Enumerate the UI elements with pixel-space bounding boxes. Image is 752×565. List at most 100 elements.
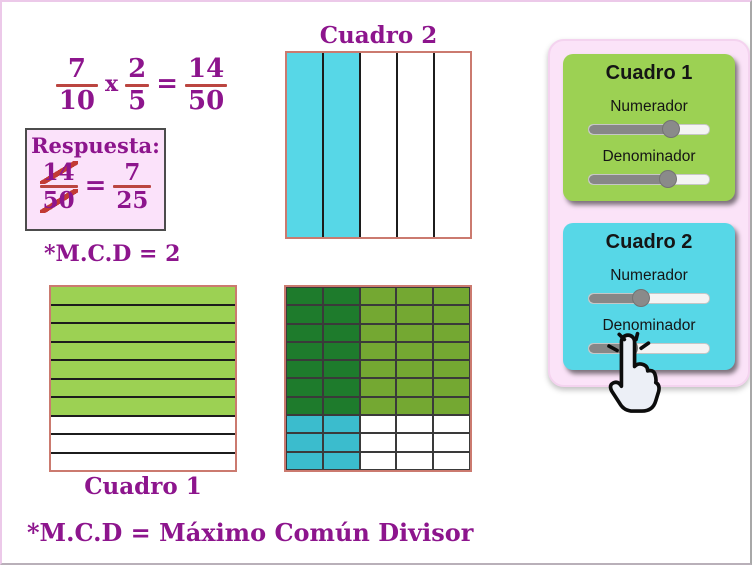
controls-panel: Cuadro 1 Numerador Denominador Cuadro 2 …	[548, 39, 750, 387]
product-grid-cell	[433, 433, 470, 452]
fraction-1: 7 10	[55, 53, 98, 116]
fraction-denominator: 25	[116, 187, 149, 215]
fraction-denominator: 10	[58, 85, 95, 116]
grid-cell	[51, 359, 235, 378]
fraction-bar	[113, 185, 152, 189]
click-hand-cursor-icon	[586, 330, 670, 414]
fraction-bar	[125, 83, 150, 87]
grid-cell	[51, 322, 235, 341]
product-grid-cell	[396, 433, 434, 452]
fraction-bar	[39, 185, 78, 189]
slider-thumb[interactable]	[631, 289, 650, 307]
product-grid-cell	[286, 396, 323, 416]
product-grid-cell	[322, 396, 360, 416]
product-grid-cell	[286, 287, 323, 306]
product-grid-cell	[433, 287, 470, 306]
slider-fill	[589, 125, 671, 134]
fraction-bar	[55, 83, 98, 87]
grid-cell	[51, 303, 235, 322]
cuadro1-numerador-slider[interactable]	[588, 120, 710, 138]
numerador-label: Numerador	[610, 98, 688, 115]
grid-cell	[51, 396, 235, 415]
slider-fill	[589, 294, 641, 303]
product-grid-cell	[286, 451, 323, 470]
slider-thumb[interactable]	[659, 170, 678, 188]
product-grid-cell	[433, 323, 470, 342]
respuesta-box: Respuesta: 14 50 = 7 25	[25, 128, 166, 231]
product-grid-cell	[286, 305, 323, 324]
product-grid-cell	[396, 323, 434, 342]
cuadro1-grid	[49, 285, 237, 472]
cuadro1-grid-title: Cuadro 1	[84, 473, 202, 500]
fraction-simplified: 7 25	[113, 159, 152, 215]
product-grid-cell	[322, 433, 360, 452]
grid-cell	[51, 451, 235, 470]
grid-cell	[51, 340, 235, 359]
card-title: Cuadro 1	[605, 62, 693, 84]
fraction-equation: 7 10 x 2 5 = 14 50	[44, 54, 239, 116]
product-grid-cell	[322, 415, 360, 434]
product-grid-cell	[396, 360, 434, 379]
product-grid-cell	[396, 378, 434, 397]
cuadro1-denominador-slider[interactable]	[588, 170, 710, 188]
product-grid-cell	[433, 360, 470, 379]
product-grid-cell	[433, 378, 470, 397]
grid-cell	[287, 53, 322, 237]
product-grid-cell	[322, 341, 360, 361]
product-grid-cell	[396, 287, 434, 306]
fraction-numerator: 7	[124, 159, 141, 186]
cuadro2-controls-card: Cuadro 2 Numerador Denominador	[563, 223, 735, 370]
product-grid-cell	[286, 323, 323, 342]
product-grid-cell	[433, 451, 470, 470]
product-grid-cell	[359, 323, 397, 342]
multiply-operator: x	[104, 71, 119, 97]
respuesta-simplification: 14 50 = 7 25	[27, 161, 164, 213]
product-grid-cell	[359, 287, 397, 306]
grid-cell	[51, 433, 235, 452]
product-grid-cell	[359, 360, 397, 379]
product-grid-cell	[322, 451, 360, 470]
fraction-numerator: 7	[67, 53, 86, 84]
denominador-label: Denominador	[602, 317, 696, 334]
product-grid-cell	[396, 305, 434, 324]
struck-numerator: 14	[39, 161, 78, 184]
product-grid-cell	[359, 451, 397, 470]
cuadro2-grid-title: Cuadro 2	[319, 22, 438, 49]
product-grid-cell	[359, 433, 397, 452]
product-grid-cell	[359, 415, 397, 434]
slider-fill	[589, 344, 629, 353]
fraction-result: 14 50	[185, 53, 228, 116]
product-grid-cell	[359, 305, 397, 324]
product-grid-cell	[396, 415, 434, 434]
card-title: Cuadro 2	[605, 231, 693, 253]
product-grid-cell	[286, 360, 323, 379]
product-grid-cell	[433, 396, 470, 416]
respuesta-title: Respuesta:	[31, 133, 160, 158]
grid-cell	[433, 53, 470, 237]
slider-fill	[589, 175, 669, 184]
fraction-denominator: 5	[128, 85, 147, 116]
fraction-unsimplified: 14 50	[39, 161, 78, 213]
mcd-value-note: *M.C.D = 2	[44, 241, 181, 267]
product-grid-cell	[286, 433, 323, 452]
product-grid-cell	[396, 451, 434, 470]
struck-denominator: 50	[39, 189, 78, 213]
cuadro2-numerador-slider[interactable]	[588, 289, 710, 307]
product-grid-cell	[433, 341, 470, 361]
slider-thumb[interactable]	[661, 120, 680, 138]
cuadro2-grid	[285, 51, 472, 239]
fraction-numerator: 14	[188, 53, 225, 84]
product-grid-cell	[322, 305, 360, 324]
fraction-2: 2 5	[125, 56, 150, 116]
product-grid-cell	[286, 341, 323, 361]
fraction-denominator: 50	[188, 85, 225, 116]
product-grid-cell	[322, 360, 360, 379]
product-overlap-grid	[284, 285, 472, 472]
product-grid-cell	[322, 323, 360, 342]
cuadro1-controls-card: Cuadro 1 Numerador Denominador	[563, 54, 735, 201]
grid-cell	[359, 53, 396, 237]
product-grid-cell	[286, 415, 323, 434]
product-grid-cell	[359, 341, 397, 361]
numerador-label: Numerador	[610, 267, 688, 284]
